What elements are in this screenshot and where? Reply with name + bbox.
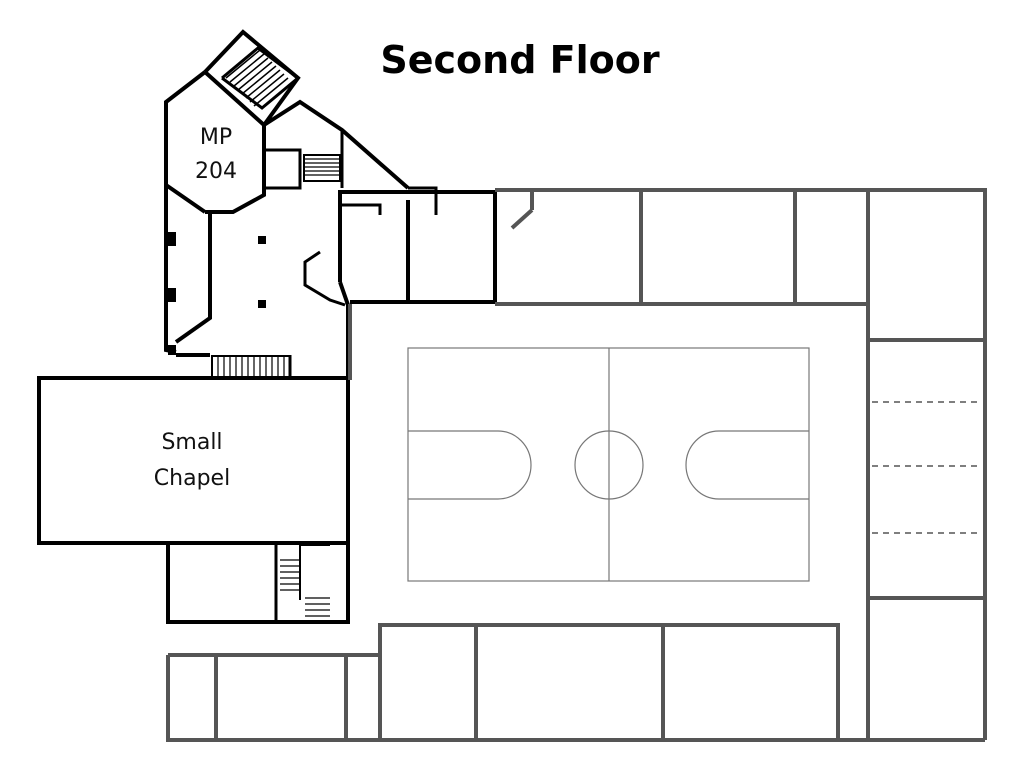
- room-label-204: 204: [195, 159, 237, 184]
- stair-top: [225, 49, 289, 107]
- right-column-partitions: [872, 401, 982, 534]
- stair-mid: [303, 154, 341, 182]
- small-chapel-room: [37, 376, 350, 624]
- west-tower-walls: [164, 29, 497, 380]
- plan-title: Second Floor: [380, 38, 659, 82]
- room-label-chapel: Chapel: [154, 466, 230, 491]
- room-label-mp: MP: [200, 125, 232, 150]
- east-wing-walls: [166, 188, 987, 742]
- room-label-small: Small: [161, 430, 222, 455]
- columns: [168, 232, 266, 355]
- stair-chapel: [280, 544, 330, 617]
- basketball-court: [407, 347, 810, 582]
- stair-landing: [211, 355, 291, 379]
